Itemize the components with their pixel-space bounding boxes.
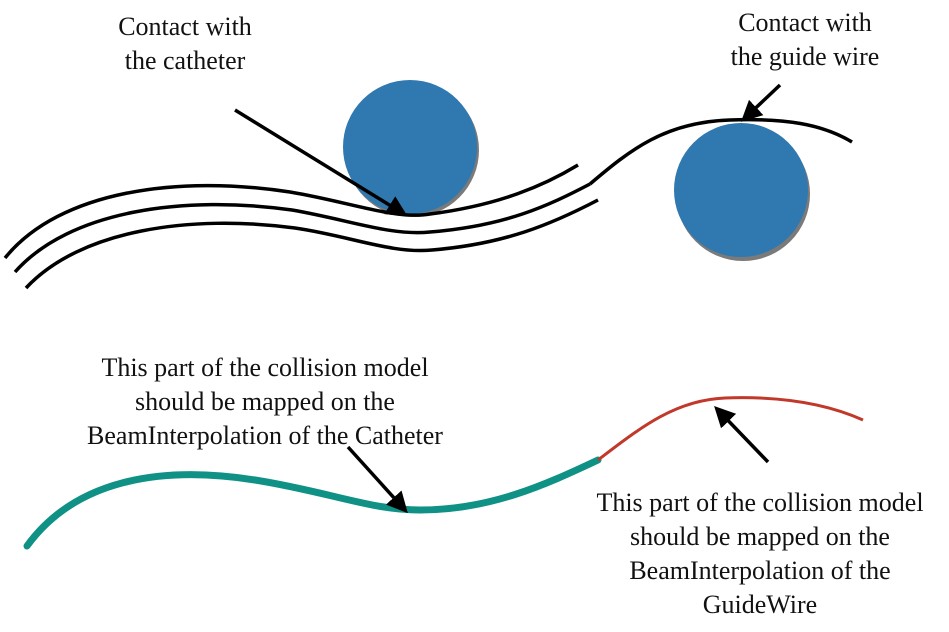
arrow-catheter-contact [234,108,408,217]
label-line: BeamInterpolation of the [629,556,891,585]
label-guidewire-mapping: This part of the collision model should … [565,486,949,622]
obstacle-right [674,123,810,261]
label-line: the guide wire [730,42,880,71]
label-line: the catheter [124,46,246,75]
label-guidewire-contact: Contact with the guide wire [690,6,920,74]
guide-wire [588,117,853,186]
label-line: Contact with [738,8,872,37]
label-catheter-mapping: This part of the collision model should … [50,351,480,453]
arrow-guidewire-mapping [714,405,770,464]
label-line: This part of the collision model [596,488,924,517]
label-line: Contact with [118,12,252,41]
arrow-catheter-mapping [346,445,408,514]
catheter-wall-upper [3,163,579,260]
arrow-guidewire-contact [740,83,782,122]
arrows [234,83,782,514]
obstacle-left [343,80,479,217]
label-catheter-contact: Contact with the catheter [80,10,290,78]
label-line: should be mapped on the [630,522,890,551]
obstacle-left-body [343,80,477,214]
collision-model-catheter [23,456,602,550]
collision-model-guidewire [597,396,864,462]
label-line: This part of the collision model [101,353,429,382]
obstacle-right-body [674,123,808,257]
catheter-wall-middle [13,182,591,274]
catheter-walls [3,163,599,290]
label-line: should be mapped on the [135,387,395,416]
label-line: GuideWire [702,590,818,619]
catheter-wall-lower [24,198,599,290]
label-line: BeamInterpolation of the Catheter [87,421,443,450]
